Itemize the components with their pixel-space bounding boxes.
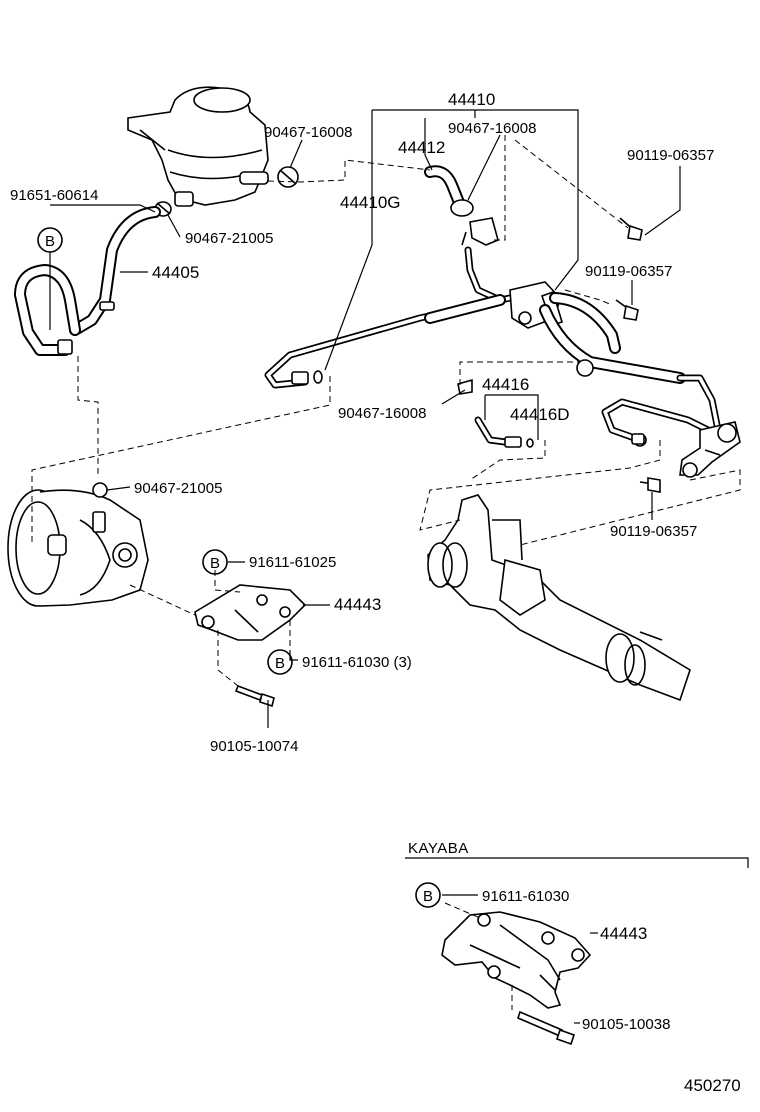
label-44443-main: 44443 [334, 595, 381, 614]
bracket-44443-kayaba [441, 911, 592, 1009]
label-44410G: 44410G [340, 193, 401, 212]
bolt-90119-06357-top [619, 217, 643, 241]
svg-text:B: B [275, 655, 285, 672]
label-90119-06357-low: 90119-06357 [610, 523, 697, 540]
label-44412: 44412 [398, 138, 445, 157]
label-91611-61025: 91611-61025 [249, 554, 336, 571]
dashed-leader-lines [31, 135, 741, 687]
clamp-90467-16008-reservoir [277, 166, 299, 188]
supply-hose-44412 [424, 165, 504, 304]
label-44405: 44405 [152, 263, 199, 282]
return-pipe-loop [601, 398, 716, 447]
bolt-90119-06357-low [639, 477, 661, 493]
kayaba-section-title: KAYABA [408, 840, 469, 857]
label-90105-10074: 90105-10074 [210, 738, 298, 755]
marker-b-91611-61030: B [415, 882, 441, 908]
bolt-90119-06357-mid [615, 299, 639, 321]
reservoir-tank [127, 86, 269, 207]
pressure-tube-44410 [264, 286, 556, 389]
power-steering-pump [7, 482, 149, 607]
label-44416: 44416 [482, 375, 529, 394]
svg-text:B: B [210, 555, 220, 572]
label-90467-21005-reservoir: 90467-21005 [185, 230, 273, 247]
figure-number: 450270 [684, 1076, 741, 1095]
bolt-90105-10074 [234, 684, 275, 708]
label-91651-60614: 91651-60614 [10, 187, 98, 204]
svg-text:B: B [423, 888, 433, 905]
bracket-44443-main [194, 584, 307, 641]
label-44443-kayaba: 44443 [600, 924, 647, 943]
label-90467-16008-top: 90467-16008 [448, 120, 536, 137]
marker-b-91611-61030-3: B [267, 649, 293, 675]
label-90467-16008-reservoir: 90467-16008 [264, 124, 352, 141]
steering-gear-housing [427, 494, 691, 702]
solid-leader-lines [49, 109, 681, 728]
marker-b-91611-61025: B [202, 549, 228, 575]
label-90467-16008-44416: 90467-16008 [338, 405, 426, 422]
label-91611-61030-3: 91611-61030 (3) [302, 654, 412, 671]
hose-44416 [457, 378, 534, 448]
label-90119-06357-top: 90119-06357 [627, 147, 714, 164]
bolt-90105-10038 [517, 1010, 576, 1046]
label-90105-10038: 90105-10038 [582, 1016, 670, 1033]
label-90119-06357-mid: 90119-06357 [585, 263, 672, 280]
label-91611-61030: 91611-61030 [482, 888, 569, 905]
right-union-cluster [679, 421, 741, 478]
union-fitting-block [509, 281, 563, 329]
kayaba-inset: KAYABA [405, 840, 749, 1046]
label-44416D: 44416D [510, 405, 570, 424]
svg-text:B: B [45, 233, 55, 250]
return-hose-44405 [14, 206, 161, 356]
marker-b-91651: B [37, 227, 63, 253]
label-44410: 44410 [448, 90, 495, 109]
label-90467-21005-pump: 90467-21005 [134, 480, 222, 497]
